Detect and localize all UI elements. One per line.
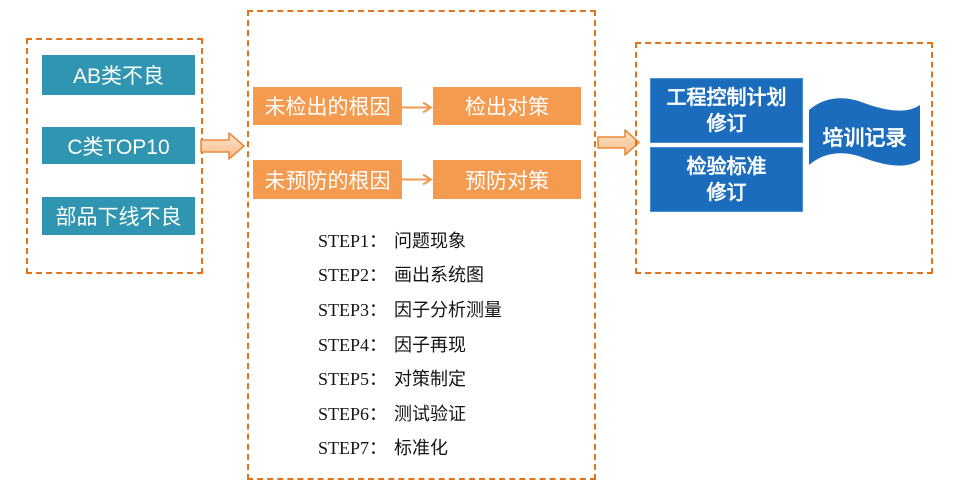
step-number: STEP2： bbox=[318, 265, 388, 285]
step-number: STEP5： bbox=[318, 369, 388, 389]
training-record-flag: 培训记录 bbox=[806, 96, 923, 174]
blue-box-line2: 修订 bbox=[706, 112, 747, 135]
cause-to-measure-arrow-icon bbox=[402, 101, 434, 114]
step-number: STEP6： bbox=[318, 404, 388, 424]
output-group bbox=[635, 42, 933, 274]
input-defects-group bbox=[26, 38, 203, 274]
defect-item-label: C类TOP10 bbox=[67, 135, 170, 159]
defect-item-label: AB类不良 bbox=[72, 65, 164, 88]
root-cause-label: 未预防的根因 bbox=[264, 169, 391, 193]
step-number: STEP7： bbox=[318, 438, 388, 458]
unprevented-root-cause-box: 未预防的根因 bbox=[253, 160, 402, 199]
inspection-standard-revision-box: 检验标准 修订 bbox=[650, 147, 803, 212]
flow-arrow-right-icon bbox=[597, 127, 641, 158]
control-plan-revision-box: 工程控制计划 修订 bbox=[650, 78, 803, 143]
defect-item-ab-class: AB类不良 bbox=[42, 55, 195, 95]
flag-label: 培训记录 bbox=[822, 126, 907, 150]
step-item: STEP7： 标准化 bbox=[318, 437, 448, 459]
step-item: STEP3： 因子分析测量 bbox=[318, 299, 502, 321]
step-item: STEP1： 问题现象 bbox=[318, 230, 466, 252]
step-item: STEP5： 对策制定 bbox=[318, 368, 466, 390]
step-item: STEP2： 画出系统图 bbox=[318, 264, 484, 286]
step-label: 画出系统图 bbox=[394, 265, 485, 285]
flow-arrow-left-icon bbox=[200, 130, 246, 162]
blue-box-line1: 检验标准 bbox=[686, 155, 767, 178]
step-item: STEP4： 因子再现 bbox=[318, 334, 466, 356]
defect-item-offline: 部品下线不良 bbox=[42, 197, 195, 235]
step-item: STEP6： 测试验证 bbox=[318, 403, 466, 425]
step-number: STEP4： bbox=[318, 335, 388, 355]
blue-box-line1: 工程控制计划 bbox=[666, 86, 787, 109]
step-label: 对策制定 bbox=[394, 369, 467, 389]
cause-to-measure-arrow-icon bbox=[402, 173, 434, 186]
defect-item-label: 部品下线不良 bbox=[55, 206, 182, 229]
analysis-group bbox=[247, 10, 596, 480]
defect-item-c-top10: C类TOP10 bbox=[42, 127, 195, 164]
step-number: STEP3： bbox=[318, 300, 388, 320]
step-label: 标准化 bbox=[394, 438, 449, 458]
wave-flag-icon bbox=[809, 98, 920, 166]
step-label: 因子再现 bbox=[394, 335, 467, 355]
step-label: 问题现象 bbox=[394, 231, 467, 251]
countermeasure-label: 预防对策 bbox=[465, 169, 549, 193]
blue-box-line2: 修订 bbox=[706, 181, 747, 204]
step-label: 测试验证 bbox=[394, 404, 467, 424]
undetected-root-cause-box: 未检出的根因 bbox=[253, 87, 402, 125]
countermeasure-label: 检出对策 bbox=[465, 96, 549, 119]
prevention-countermeasure-box: 预防对策 bbox=[433, 160, 581, 199]
root-cause-label: 未检出的根因 bbox=[264, 96, 391, 119]
step-label: 因子分析测量 bbox=[394, 300, 503, 320]
step-number: STEP1： bbox=[318, 231, 388, 251]
detection-countermeasure-box: 检出对策 bbox=[433, 87, 581, 125]
